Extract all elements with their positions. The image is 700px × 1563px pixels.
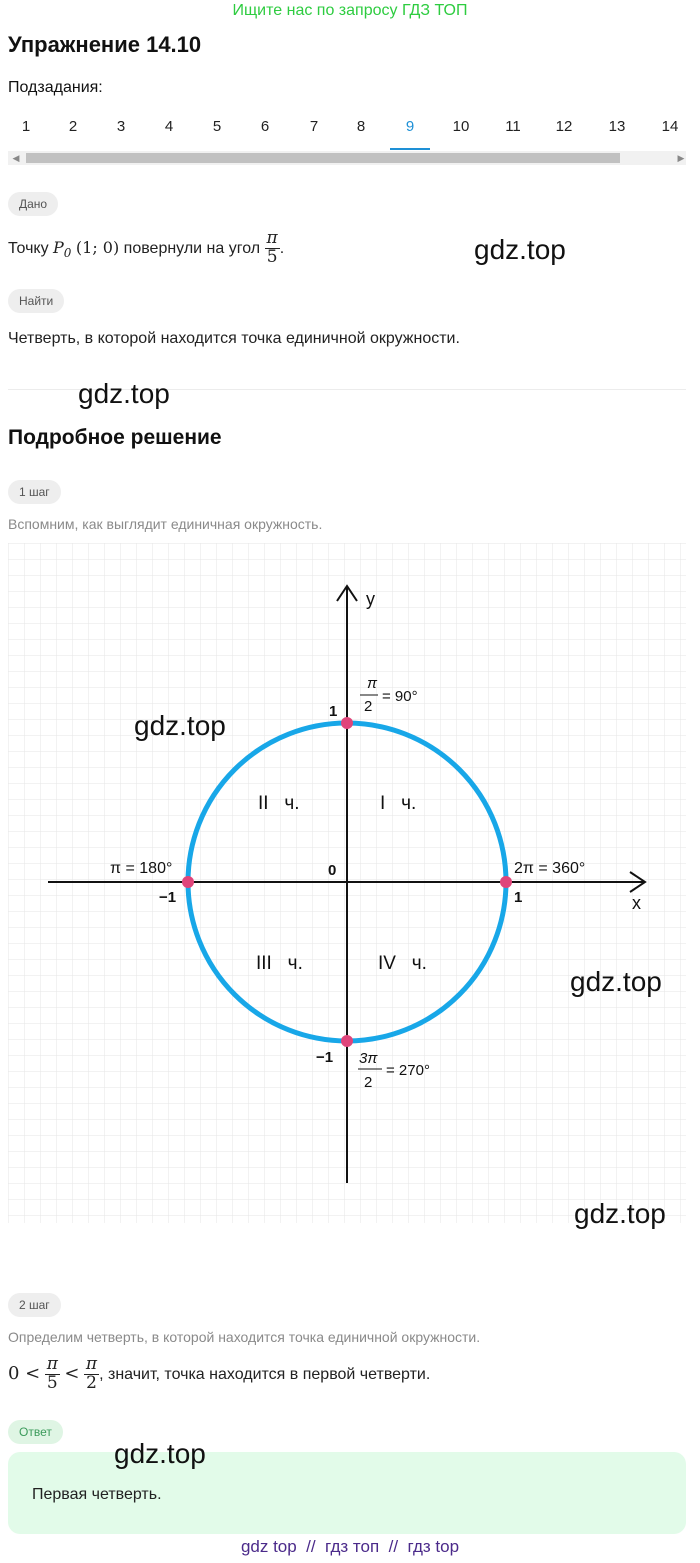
- quadrant-3-label: III ч.: [256, 953, 303, 974]
- point-90: [341, 717, 353, 729]
- subtask-tab-6[interactable]: 6: [260, 118, 270, 135]
- angle-180-label: π = 180°: [110, 860, 172, 877]
- frac1-den: 5: [46, 1373, 58, 1394]
- x-axis-arrow-icon: [629, 871, 647, 893]
- quadrant-1-label: I ч.: [380, 793, 416, 814]
- step1-chip: 1 шаг: [8, 480, 61, 504]
- subtask-tab-8[interactable]: 8: [356, 118, 366, 135]
- x-axis-label: x: [632, 893, 641, 913]
- subtask-tab-11[interactable]: 11: [505, 118, 521, 135]
- angle-270-eq: = 270°: [386, 1062, 430, 1079]
- point-270: [341, 1035, 353, 1047]
- find-text: Четверть, в которой находится точка един…: [8, 330, 460, 347]
- find-chip: Найти: [8, 289, 65, 313]
- angle-360-label: 2π = 360°: [514, 860, 585, 877]
- angle-270-den: 2: [364, 1074, 372, 1091]
- quadrant-2-label: II ч.: [258, 793, 300, 814]
- step2-conclusion: , значит, точка находится в первой четве…: [99, 1366, 431, 1383]
- page-title: Упражнение 14.10: [8, 32, 202, 57]
- watermark: gdz.top: [474, 234, 566, 265]
- scrollbar-thumb[interactable]: [26, 153, 620, 163]
- watermark: gdz.top: [114, 1438, 206, 1469]
- quadrant-4-label: IV ч.: [378, 953, 427, 974]
- origin-label: 0: [328, 862, 336, 879]
- point-360: [500, 876, 512, 888]
- answer-text: Первая четверть.: [32, 1486, 162, 1503]
- subtask-tab-9[interactable]: 9: [405, 118, 415, 135]
- y-axis-arrow-icon: [336, 584, 358, 602]
- subtask-tab-2[interactable]: 2: [68, 118, 78, 135]
- watermark: gdz.top: [570, 966, 662, 997]
- subtask-tab-3[interactable]: 3: [116, 118, 126, 135]
- angle-270-num: 3π: [359, 1050, 378, 1067]
- unit-circle-diagram: y x 0 1 −1 1 −1 I ч. II ч. III ч. IV ч. …: [8, 543, 686, 1223]
- y-neg-label: −1: [316, 1049, 333, 1066]
- step2-chip: 2 шаг: [8, 1293, 61, 1317]
- subtask-tab-14[interactable]: 14: [661, 118, 679, 135]
- point-180: [182, 876, 194, 888]
- point-subscript: 0: [63, 246, 72, 261]
- ineq-zero: 0 <: [8, 1363, 41, 1384]
- subtask-tab-7[interactable]: 7: [309, 118, 319, 135]
- y-axis-label: y: [366, 589, 375, 609]
- angle-numerator: π: [264, 228, 280, 250]
- watermark: gdz.top: [574, 1198, 666, 1229]
- frac2-num: π: [83, 1354, 100, 1376]
- angle-90-num: π: [367, 675, 378, 692]
- step2-text: Определим четверть, в которой находится …: [8, 1329, 481, 1345]
- subtask-tab-1[interactable]: 1: [21, 118, 31, 135]
- solution-heading: Подробное решение: [8, 426, 222, 449]
- angle-270-label: 3π 2 = 270°: [358, 1050, 430, 1091]
- subtasks-label: Подзадания:: [8, 79, 103, 96]
- frac1-num: π: [44, 1354, 60, 1376]
- footer-links[interactable]: gdz top // гдз топ // гдз top: [240, 1537, 460, 1556]
- given-chip: Дано: [8, 192, 59, 216]
- subtask-tab-4[interactable]: 4: [164, 118, 174, 135]
- angle-denominator: 5: [266, 247, 278, 268]
- subtask-tab-10[interactable]: 10: [452, 118, 470, 135]
- answer-box: [8, 1452, 686, 1534]
- angle-90-label: π 2 = 90°: [360, 675, 418, 715]
- x-pos-label: 1: [514, 889, 522, 906]
- subtask-tabs: 1 2 3 4 5 6 7 8 9 10 11 12 13 14: [0, 118, 700, 150]
- angle-90-den: 2: [364, 698, 372, 715]
- subtask-tab-13[interactable]: 13: [608, 118, 626, 135]
- y-pos-label: 1: [329, 703, 337, 720]
- subtask-tab-12[interactable]: 12: [555, 118, 573, 135]
- scroll-right-arrow-icon[interactable]: ▶: [677, 153, 685, 163]
- watermark: gdz.top: [134, 710, 226, 741]
- section-divider: [8, 389, 686, 390]
- watermark: gdz.top: [78, 378, 170, 409]
- frac2-den: 2: [86, 1373, 97, 1394]
- step1-text: Вспомним, как выглядит единичная окружно…: [8, 516, 323, 532]
- angle-90-eq: = 90°: [382, 688, 418, 705]
- given-text-middle: повернули на угол: [119, 240, 265, 257]
- subtask-tab-5[interactable]: 5: [212, 118, 222, 135]
- ineq-lt: <: [64, 1363, 80, 1384]
- point-symbol: P: [53, 238, 64, 257]
- point-coords: (1; 0): [75, 238, 120, 257]
- answer-chip: Ответ: [8, 1420, 63, 1444]
- given-text-start: Точку: [8, 240, 54, 257]
- search-hint-link[interactable]: Ищите нас по запросу ГДЗ ТОП: [232, 2, 468, 19]
- active-tab-indicator: [390, 148, 430, 150]
- x-neg-label: −1: [159, 889, 176, 906]
- scroll-left-arrow-icon[interactable]: ◀: [12, 153, 20, 163]
